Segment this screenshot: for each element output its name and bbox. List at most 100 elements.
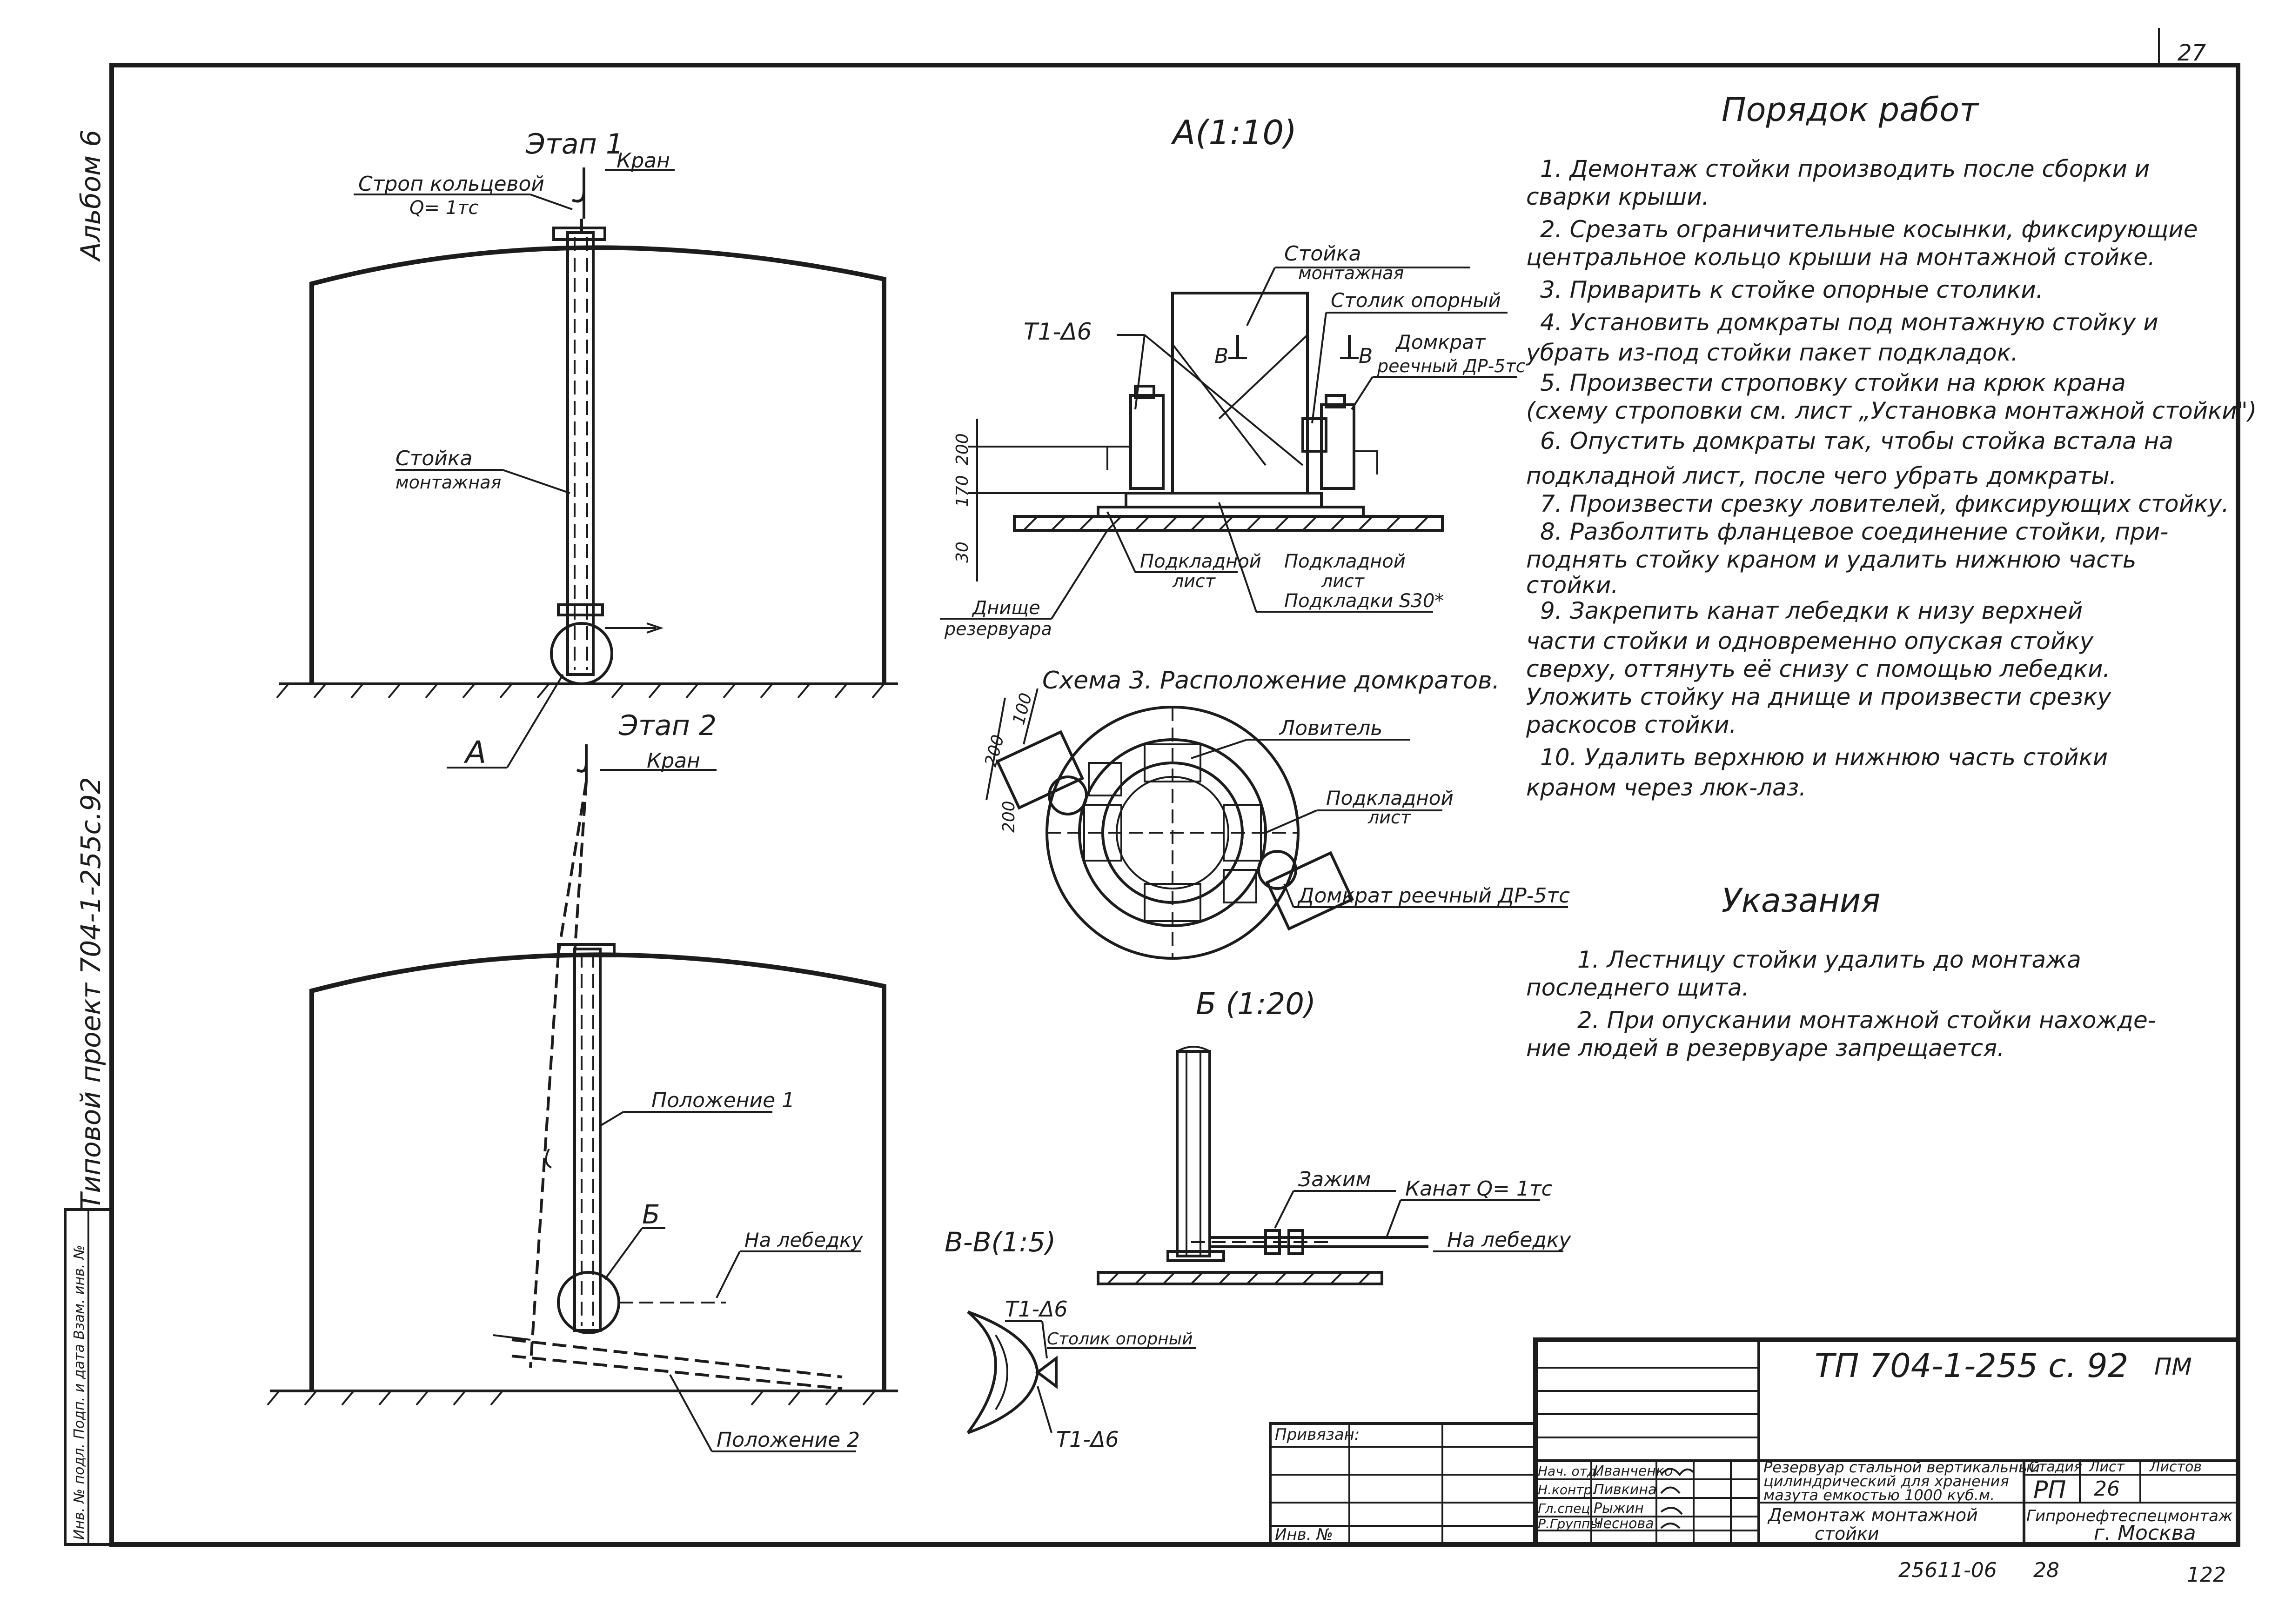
procedure-line: части стойки и одновременно опуская стой… — [1526, 628, 2094, 655]
instructions-line: ние людей в резервуаре запрещается. — [1526, 1035, 2004, 1062]
procedure-line: убрать из-под стойки пакет подкладок. — [1525, 339, 2018, 366]
detail-a-bottom: Днище — [972, 597, 1040, 619]
scheme-dim-200b: 200 — [999, 801, 1019, 833]
section-bb-support-post: Столик опорный — [1047, 1330, 1193, 1349]
position-2-label: Положение 2 — [717, 1428, 860, 1452]
detail-a-column-label2: монтажная — [1298, 263, 1404, 283]
detail-b-title: Б (1:20) — [1196, 987, 1316, 1022]
procedure-line: центральное кольцо крыши на монтажной ст… — [1526, 244, 2155, 271]
procedure-line: раскосов стойки. — [1526, 711, 1736, 738]
title-block: Привязан: Инв. № ТП 704-1-255 с. 92 ПМ Р… — [1269, 1337, 2240, 1547]
detail-b-rope: Канат Q= 1тс — [1405, 1177, 1553, 1201]
procedure-line: сверху, оттянуть её снизу с помощью лебе… — [1526, 655, 2110, 682]
scheme-3-drawing: Схема 3. Расположение домкратов. 200 100… — [981, 667, 1570, 960]
detail-a-base-plate: Подкладной — [1140, 551, 1261, 572]
scheme-catcher: Ловитель — [1279, 716, 1382, 740]
stage-1-sling: Строп кольцевой — [358, 172, 544, 196]
callout-b-label: Б — [642, 1200, 660, 1230]
detail-a-shims: Подкладки S30* — [1284, 590, 1444, 612]
tb-tied: Привязан: — [1275, 1425, 1360, 1444]
procedure-line: 9. Закрепить канат лебедки к низу верхне… — [1540, 597, 2083, 624]
tb-city: г. Москва — [2094, 1521, 2196, 1545]
procedure-line: 3. Приварить к стойке опорные столики. — [1540, 276, 2044, 303]
tb-name: Рыжин — [1594, 1500, 1644, 1517]
scheme-jack: Домкрат реечный ДР-5тс — [1297, 884, 1570, 908]
detail-a-base-plate-r: Подкладной — [1284, 551, 1406, 572]
detail-a-bottom2: резервуара — [944, 619, 1052, 639]
procedure-title: Порядок работ — [1722, 91, 1979, 129]
signature-scribble — [1660, 1468, 1695, 1529]
callout-circle-a — [550, 622, 613, 685]
tb-role: Нач. отд. — [1538, 1464, 1600, 1479]
archive-sheet: 28 — [2033, 1558, 2059, 1582]
section-bb-title: В-В(1:5) — [945, 1226, 1056, 1258]
tb-sheet-name-2: стойки — [1815, 1524, 1879, 1544]
page-number-top: 27 — [2178, 40, 2206, 66]
procedure-line: поднять стойку краном и удалить нижнюю ч… — [1526, 546, 2136, 573]
section-bb-weld-top: Т1-Δ6 — [1005, 1297, 1068, 1322]
scheme-3-title: Схема 3. Расположение домкратов. — [1042, 667, 1500, 695]
tb-mark: ПМ — [2154, 1353, 2192, 1380]
tb-sheet: 26 — [2094, 1477, 2120, 1501]
to-winch-label-2: На лебедку — [744, 1229, 864, 1251]
detail-a-base-plate-r2: лист — [1321, 571, 1365, 591]
stage-1-drawing: Этап 1 Кран Строп кольцевой Q= 1тс — [276, 128, 898, 770]
tb-sheet-name-1: Демонтаж монтажной — [1767, 1505, 1978, 1525]
tb-name: Чеснова — [1594, 1516, 1654, 1532]
procedure-line: стойки. — [1526, 572, 1618, 599]
procedure-line: 10. Удалить верхнюю и нижнюю часть стойк… — [1540, 744, 2108, 771]
stage-2-crane: Кран — [647, 749, 700, 773]
procedure-line: Уложить стойку на днище и произвести сре… — [1526, 683, 2112, 710]
position-1-label: Положение 1 — [651, 1089, 795, 1112]
jack-icon-right — [1257, 850, 1297, 890]
detail-b-to-winch: На лебедку — [1447, 1228, 1571, 1252]
instructions-notes: Указания 1. Лестницу стойки удалить до м… — [1526, 882, 2156, 1062]
detail-a-base-plate2: лист — [1172, 571, 1216, 591]
scheme-dim-100: 100 — [1009, 691, 1036, 727]
tb-stage-label: Стадия — [2029, 1459, 2082, 1475]
procedure-line: 8. Разболтить фланцевое соединение стойк… — [1540, 518, 2168, 545]
section-bb-drawing: В-В(1:5) Т1-Δ6 Столик опорный Т1-Δ6 — [945, 1226, 1196, 1452]
stage-1-column: Стойка — [395, 447, 472, 470]
tb-role: Р.Группы — [1538, 1516, 1600, 1531]
detail-a-column-label: Стойка — [1284, 242, 1361, 266]
album-label: Альбом 6 — [75, 130, 107, 262]
stage-1-crane: Кран — [617, 149, 670, 173]
tb-description-2: цилиндрический для хранения — [1763, 1472, 2009, 1490]
scheme-dim-200a: 200 — [981, 733, 1008, 769]
stage-2-drawing: Этап 2 Кран Положение 1 — [267, 709, 898, 1452]
stage-1-sling-q: Q= 1тс — [409, 197, 478, 219]
procedure-line: сварки крыши. — [1526, 183, 1709, 210]
crane-hook-2-icon — [576, 744, 588, 782]
archive-number: 25611-06 — [1898, 1558, 1997, 1582]
detail-a-column — [1171, 292, 1309, 495]
instructions-title: Указания — [1722, 882, 1880, 920]
tb-role: Гл.спец. — [1538, 1501, 1594, 1516]
procedure-line: 5. Произвести строповку стойки на крюк к… — [1540, 369, 2126, 396]
project-label: Типовой проект 704-1-255с.92 — [75, 777, 107, 1210]
detail-a-weld: Т1-Δ6 — [1024, 318, 1092, 345]
tb-name: Пивкина — [1594, 1482, 1656, 1498]
left-stamp-text: Инв. № подл. Подп. и дата Взам. инв. № — [71, 1245, 87, 1540]
procedure-line: краном через люк-лаз. — [1526, 774, 1806, 801]
page-number-bottom: 122 — [2187, 1563, 2226, 1587]
procedure-line: 6. Опустить домкраты так, чтобы стойка в… — [1540, 428, 2173, 454]
tank-shell-2 — [309, 952, 886, 1391]
detail-b-drawing: Б (1:20) Зажим Канат Q= 1тс На лебедку — [1097, 987, 1571, 1285]
instructions-line: 2. При опускании монтажной стойки нахожд… — [1577, 1007, 2156, 1034]
detail-a-jack2: реечный ДР-5тс — [1377, 356, 1526, 376]
tb-description-3: мазута емкостью 1000 куб.м. — [1763, 1486, 1995, 1504]
callout-circle-b — [557, 1271, 620, 1334]
procedure-line: подкладной лист, после чего убрать домкр… — [1526, 462, 2117, 489]
tb-name: Иванченко — [1594, 1463, 1673, 1479]
scheme-base-plate: Подкладной — [1326, 787, 1454, 809]
tb-code: ТП 704-1-255 с. 92 — [1815, 1347, 2128, 1385]
tb-org: Гипронефтеспецмонтаж — [2026, 1507, 2233, 1525]
detail-a-title: А(1:10) — [1171, 113, 1297, 152]
procedure-line: 4. Установить домкраты под монтажную сто… — [1540, 309, 2158, 336]
tb-role: Н.контр. — [1538, 1482, 1596, 1497]
stage-1-title: Этап 1 — [525, 128, 623, 160]
jack-icon-left — [1048, 775, 1088, 815]
procedure-line: 1. Демонтаж стойки производить после сбо… — [1540, 155, 2150, 182]
